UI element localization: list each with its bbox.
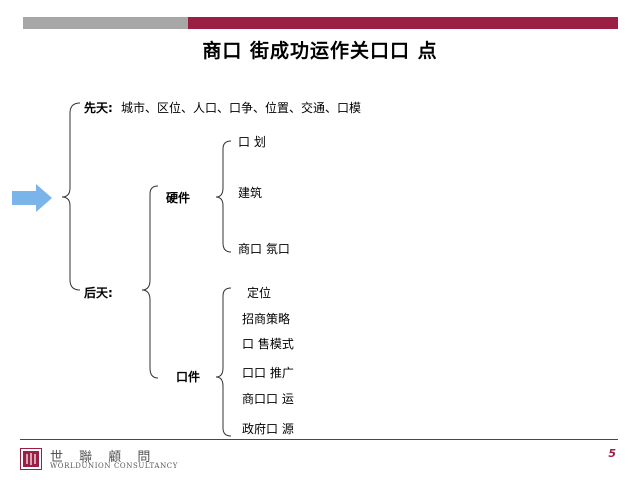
hardware-item: 建筑: [238, 186, 263, 200]
header-bar-gray: [23, 17, 188, 29]
innate-factors: 城市、区位、人口、口争、位置、交通、口模: [121, 101, 362, 115]
logo-english-name: WORLDUNION CONSULTANCY: [50, 462, 178, 470]
hardware-item: 口 划: [238, 135, 266, 149]
footer-line: [20, 439, 618, 440]
software-item: 政府口 源: [242, 422, 294, 436]
innate-label: 先天:: [84, 101, 113, 115]
hardware-item: 商口 氛口: [238, 242, 290, 256]
header-bar-accent: [188, 17, 618, 29]
outer-bracket: [61, 102, 81, 291]
software-item: 商口口 运: [242, 392, 294, 406]
hardware-bracket: [215, 140, 232, 253]
acquired-bracket: [141, 185, 159, 379]
slide-title: 商口 街成功运作关口口 点: [202, 40, 438, 62]
software-item: 招商策略: [242, 312, 291, 326]
software-item: 口 售模式: [242, 337, 294, 351]
software-label: 口件: [176, 370, 201, 384]
software-item: 定位: [247, 286, 272, 300]
hardware-label: 硬件: [166, 191, 191, 205]
software-bracket: [215, 287, 232, 437]
acquired-label: 后天:: [84, 286, 113, 300]
arrow-right-icon: [12, 184, 52, 212]
page-number: 5: [608, 447, 616, 460]
logo-chinese-name: 世 聯 顧 問: [50, 450, 157, 465]
software-item: 口口 推广: [242, 366, 294, 380]
worldunion-logo-icon: [20, 448, 42, 470]
